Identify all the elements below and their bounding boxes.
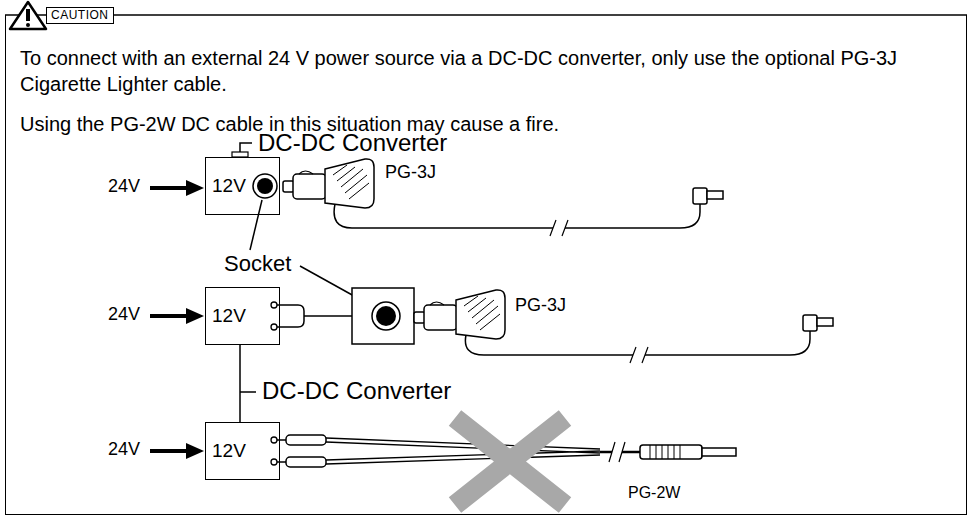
caution-heading: CAUTION: [46, 7, 114, 24]
voltage-label: 24V: [108, 177, 140, 197]
part-name: DC-DC Converter: [258, 130, 447, 156]
converter-box: 12V: [205, 157, 280, 215]
warning-text: Using the PG-2W DC cable in this situati…: [20, 111, 950, 137]
warning-dot: [26, 23, 30, 27]
voltage-label: 12V: [212, 175, 246, 197]
converter-box: 12V: [205, 287, 280, 345]
input-arrows: [150, 180, 204, 459]
voltage-label: 12V: [212, 440, 246, 462]
cable-name: PG-3J: [385, 163, 436, 183]
voltage-label: 24V: [108, 305, 140, 325]
prohibition-cross: [455, 418, 565, 505]
converter-leader: [240, 345, 256, 422]
voltage-label: 12V: [212, 305, 246, 327]
part-name: DC-DC Converter: [262, 378, 451, 404]
cable-name: PG-2W: [628, 484, 680, 502]
warning-text: To connect with an external 24 V power s…: [20, 45, 950, 97]
row-two: [271, 288, 833, 363]
converter-box: 12V: [205, 422, 280, 480]
voltage-label: 24V: [108, 440, 140, 460]
caution-frame: CAUTIONTo connect with an external 24 V …: [5, 15, 967, 515]
cable-name: PG-3J: [515, 296, 566, 316]
warning-mark: [26, 9, 30, 21]
part-name: Socket: [224, 252, 291, 276]
warning-triangle: [10, 2, 46, 29]
row-one: [232, 143, 723, 236]
